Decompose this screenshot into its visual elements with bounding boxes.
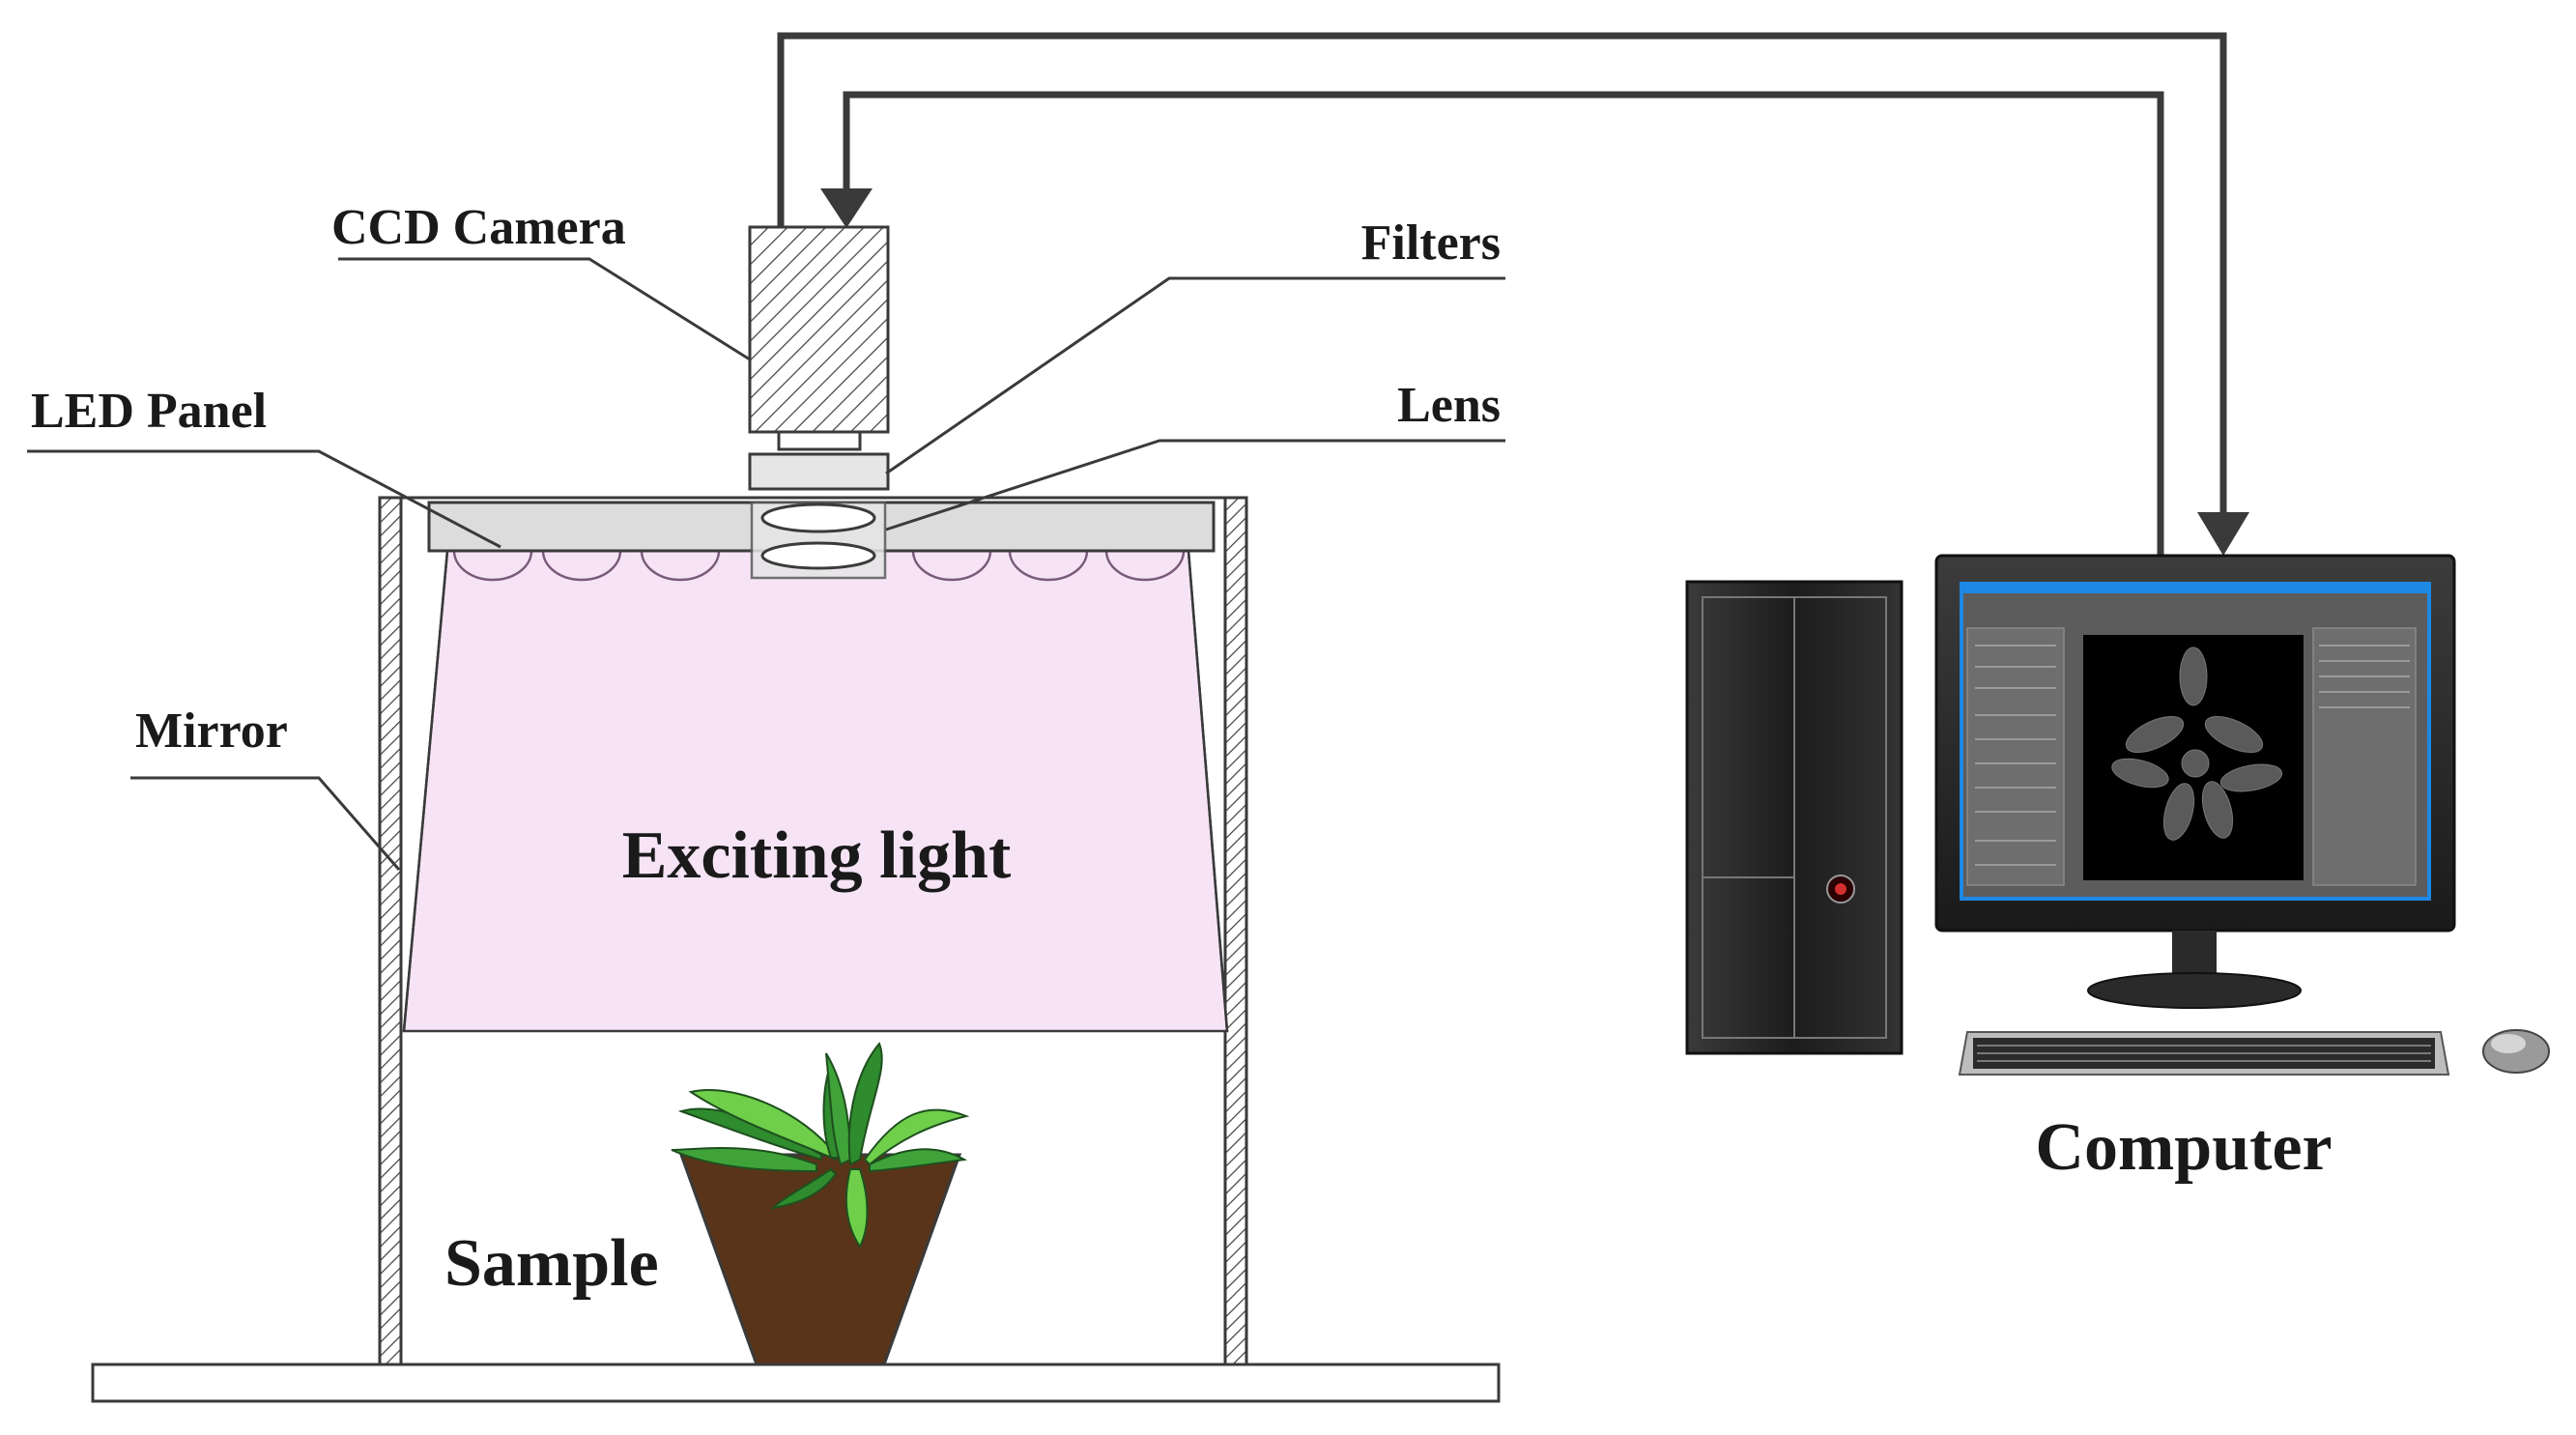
label-computer: Computer xyxy=(2035,1110,2332,1185)
lens-lower xyxy=(760,541,876,570)
plant-pot xyxy=(678,1153,962,1366)
callout-lens xyxy=(885,439,1505,531)
computer-monitor xyxy=(1934,554,2456,1009)
mouse xyxy=(2482,1029,2550,1074)
exciting-light-region xyxy=(402,549,1229,1033)
mirror-left xyxy=(402,550,449,1032)
led-array xyxy=(452,550,1186,582)
arrow-to-computer xyxy=(2197,512,2249,556)
callout-led-panel xyxy=(27,449,501,549)
label-ccd-camera: CCD Camera xyxy=(331,200,626,255)
callout-mirror xyxy=(130,776,401,871)
base-platform xyxy=(91,1363,1501,1403)
label-filters: Filters xyxy=(1361,215,1501,271)
plant xyxy=(671,1042,970,1248)
cable-computer-to-camera xyxy=(843,91,2164,559)
label-exciting-light: Exciting light xyxy=(622,818,1012,893)
mirror-right xyxy=(1187,550,1229,1032)
label-sample: Sample xyxy=(444,1226,659,1301)
cable-camera-to-computer xyxy=(777,32,2231,527)
label-led-panel: LED Panel xyxy=(31,384,267,439)
lens-upper xyxy=(760,502,876,533)
label-mirror: Mirror xyxy=(135,703,288,759)
right-wall xyxy=(1223,496,1248,1366)
keyboard xyxy=(1958,1031,2450,1076)
label-lens: Lens xyxy=(1397,378,1501,433)
callout-ccd-camera xyxy=(338,257,751,361)
callout-filters xyxy=(885,276,1505,475)
computer-tower xyxy=(1685,580,1903,1055)
filters xyxy=(748,452,890,491)
camera-mount xyxy=(777,430,862,451)
ccd-camera xyxy=(748,225,890,434)
arrow-to-camera xyxy=(820,188,873,228)
left-wall xyxy=(378,496,403,1366)
